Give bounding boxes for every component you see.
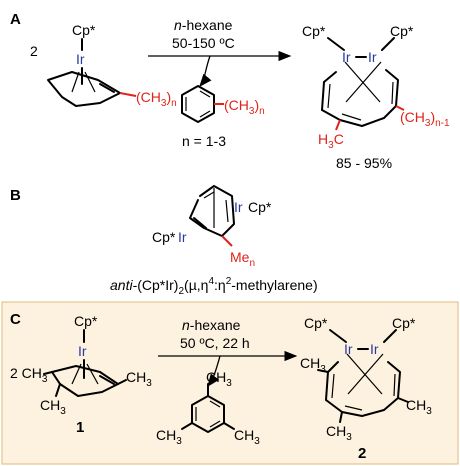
section-a: A 2 Cp* Ir (CH3)n n-hexane 50-150 ºC (CH…	[10, 11, 450, 171]
methyl-bond	[119, 92, 137, 97]
temperature-label: 50-150 ºC	[172, 35, 235, 51]
section-b: B Ir Cp* Cp* Ir Men anti-(Cp*Ir)2(µ,η4:η…	[10, 185, 318, 297]
product-ir-1-c: Ir	[344, 341, 353, 357]
mesitylene-methyl-right: CH3	[234, 427, 260, 447]
mesitylene-complex-ring	[51, 359, 119, 397]
byproduct-arrow-c	[207, 355, 221, 388]
cp-ir-bond-right	[381, 37, 395, 51]
cp-ir-c-right	[383, 329, 397, 343]
product-cp-left-c: Cp*	[304, 315, 328, 331]
product-me-bottom-bond	[339, 411, 343, 423]
me-bond-bottom	[55, 383, 61, 397]
section-a-label: A	[10, 11, 21, 28]
mesitylene-methyl-top: CH3	[206, 369, 232, 389]
me-bond-left	[43, 371, 53, 375]
compound-1-label: 1	[76, 419, 84, 436]
methyl-substituent: (CH3)n	[136, 89, 177, 109]
ir-right: Ir	[234, 199, 243, 215]
cp-right: Cp*	[248, 199, 272, 215]
cp-star-label: Cp*	[72, 22, 96, 38]
iridium-label: Ir	[76, 51, 85, 67]
product-methyl: H3C	[318, 131, 344, 151]
byproduct-substituent: (CH3)n	[224, 97, 265, 117]
arene-ring	[47, 67, 121, 107]
section-b-label: B	[10, 187, 21, 204]
product-methyl-left-c: CH3	[300, 355, 326, 375]
mesitylene-byproduct	[181, 383, 235, 433]
compound-2-label: 2	[358, 445, 366, 462]
coefficient-methyl: 2 CH3	[10, 365, 48, 385]
product-me-left-bond	[317, 369, 329, 373]
byproduct-benzene	[181, 85, 215, 123]
conditions-label: 50 ºC, 22 h	[180, 335, 250, 351]
product-cp-left: Cp*	[302, 23, 326, 39]
section-c-label: C	[10, 311, 21, 328]
product-methyl-right-c: CH3	[406, 397, 432, 417]
cp-star-c: Cp*	[74, 313, 98, 329]
product-ring	[321, 61, 399, 127]
product-cp-right: Cp*	[390, 23, 414, 39]
product-me-right-bond	[397, 397, 409, 403]
coefficient: 2	[30, 43, 38, 59]
section-c-panel	[1, 301, 459, 465]
anti-complex-ring	[189, 185, 235, 237]
product-methyl-bond	[335, 119, 341, 131]
iridium-c: Ir	[78, 343, 87, 359]
solvent-label: n-hexane	[174, 17, 233, 33]
methyl-bond-b	[221, 235, 233, 247]
product-ir-1: Ir	[342, 49, 351, 65]
me-bond-right	[117, 379, 127, 385]
section-c: C Cp* Ir 2 CH3 CH3 CH3 1 n-hexane 50 ºC,…	[10, 311, 432, 462]
complex-caption: anti-(Cp*Ir)2(µ,η4:η2-methylarene)	[110, 276, 318, 297]
mesitylene-methyl-left: CH3	[156, 427, 182, 447]
product-methyl-bottom-c: CH3	[326, 423, 352, 443]
product-substituent: (CH3)n-1	[400, 109, 450, 129]
n-range-label: n = 1-3	[182, 133, 226, 149]
ir-left: Ir	[178, 229, 187, 245]
methyl-right-c: CH3	[126, 369, 152, 389]
yield-label: 85 - 95%	[336, 155, 392, 171]
product-cp-right-c: Cp*	[392, 315, 416, 331]
product-ir-2-c: Ir	[370, 341, 379, 357]
methyl-bottom-c: CH3	[40, 397, 66, 417]
methyl-label-b: Men	[230, 249, 255, 269]
product-sub-bond	[395, 105, 405, 111]
cp-left: Cp*	[152, 229, 176, 245]
cp-ir-bond-left	[327, 37, 345, 51]
cp-ir-c-left	[329, 329, 347, 343]
byproduct-arrow	[199, 55, 212, 87]
solvent-label-c: n-hexane	[182, 317, 241, 333]
product-ir-2: Ir	[368, 49, 377, 65]
